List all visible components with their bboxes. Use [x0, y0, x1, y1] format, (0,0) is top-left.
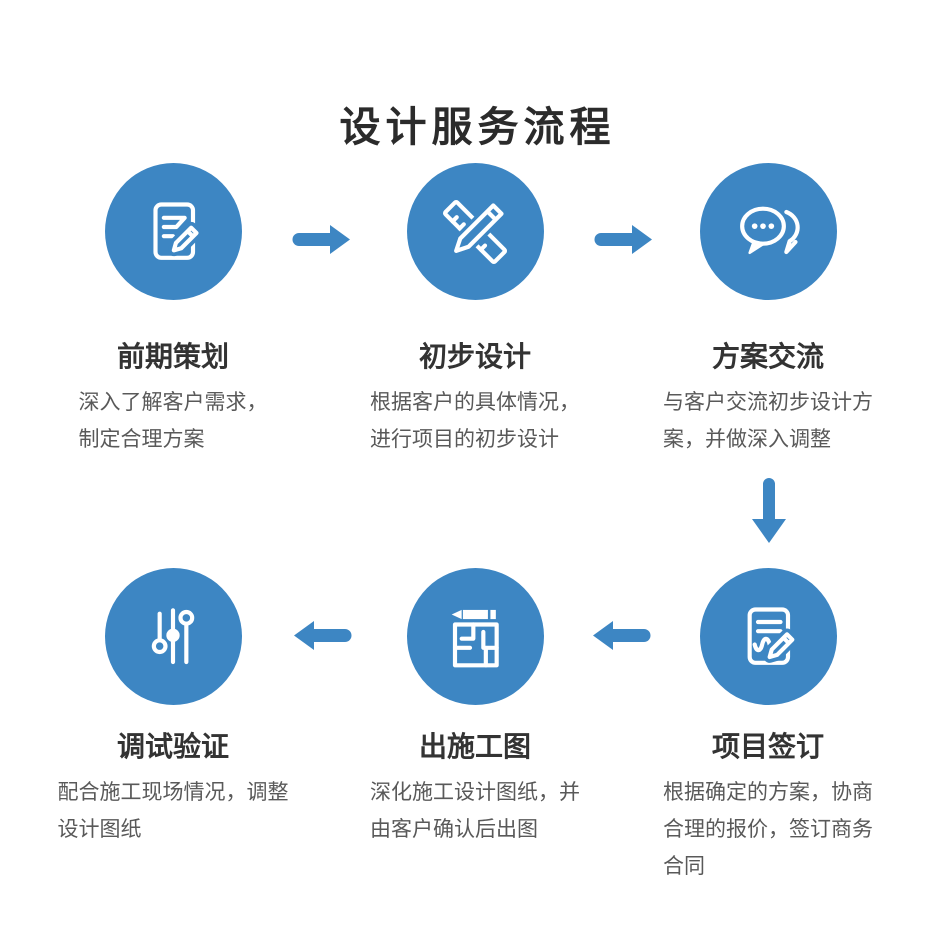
step-desc-line: 与客户交流初步设计方	[663, 390, 873, 414]
step-icon-circle	[699, 163, 837, 300]
step-desc-line: 深化施工设计图纸，并	[370, 780, 580, 804]
step-description: 根据客户的具体情况， 进行项目的初步设计	[335, 384, 615, 458]
step-desc-line: 合同	[663, 854, 705, 878]
step-description: 深化施工设计图纸，并 由客户确认后出图	[335, 774, 615, 848]
step-icon-circle	[104, 568, 242, 705]
step-title: 调试验证	[116, 731, 229, 762]
step-preliminary-planning: 前期策划 深入了解客户需求， 制定合理方案	[33, 163, 313, 458]
arrow-right-icon	[594, 223, 654, 256]
step-title: 前期策划	[116, 341, 229, 372]
arrow-left-icon	[292, 619, 352, 652]
document-pencil-icon	[153, 201, 203, 260]
step-icon-circle	[406, 163, 544, 300]
step-desc-line: 根据确定的方案，协商	[663, 780, 873, 804]
step-description: 配合施工现场情况，调整 设计图纸	[33, 774, 313, 848]
step-desc-line: 案，并做深入调整	[663, 427, 831, 451]
step-proposal-discussion: 方案交流 与客户交流初步设计方 案，并做深入调整	[628, 163, 908, 458]
step-desc-line: 设计图纸	[57, 817, 142, 841]
step-debug-verification: 调试验证 配合施工现场情况，调整 设计图纸	[33, 568, 313, 848]
chat-bubbles-icon	[740, 206, 800, 254]
step-title: 初步设计	[418, 341, 531, 372]
arrow-down-icon	[751, 477, 787, 545]
step-title: 出施工图	[418, 731, 531, 762]
step-construction-drawings: 出施工图 深化施工设计图纸，并 由客户确认后出图	[335, 568, 615, 848]
step-icon-circle	[406, 568, 544, 705]
step-desc-line: 由客户确认后出图	[370, 817, 538, 841]
page-title: 设计服务流程	[339, 104, 616, 151]
step-initial-design: 初步设计 根据客户的具体情况， 进行项目的初步设计	[335, 163, 615, 458]
arrow-left-icon	[591, 619, 651, 652]
step-desc-line: 根据客户的具体情况，	[370, 390, 580, 414]
step-desc-line: 深入了解客户需求，	[78, 390, 268, 414]
step-icon-circle	[104, 163, 242, 300]
arrow-right-icon	[292, 223, 352, 256]
step-description: 与客户交流初步设计方 案，并做深入调整	[628, 384, 908, 458]
step-desc-line: 制定合理方案	[78, 427, 205, 451]
contract-signing-icon	[747, 606, 799, 665]
sliders-icon	[151, 607, 195, 664]
step-description: 深入了解客户需求， 制定合理方案	[33, 384, 313, 458]
floorplan-pencil-icon	[451, 609, 499, 667]
step-desc-line: 配合施工现场情况，调整	[57, 780, 289, 804]
step-title: 项目签订	[711, 731, 824, 762]
step-desc-line: 进行项目的初步设计	[370, 427, 559, 451]
step-title: 方案交流	[711, 341, 824, 372]
ruler-pencil-icon	[442, 199, 508, 264]
step-desc-line: 合理的报价，签订商务	[663, 817, 873, 841]
step-description: 根据确定的方案，协商 合理的报价，签订商务 合同	[628, 774, 908, 885]
step-icon-circle	[699, 568, 837, 705]
step-project-signing: 项目签订 根据确定的方案，协商 合理的报价，签订商务 合同	[628, 568, 908, 885]
